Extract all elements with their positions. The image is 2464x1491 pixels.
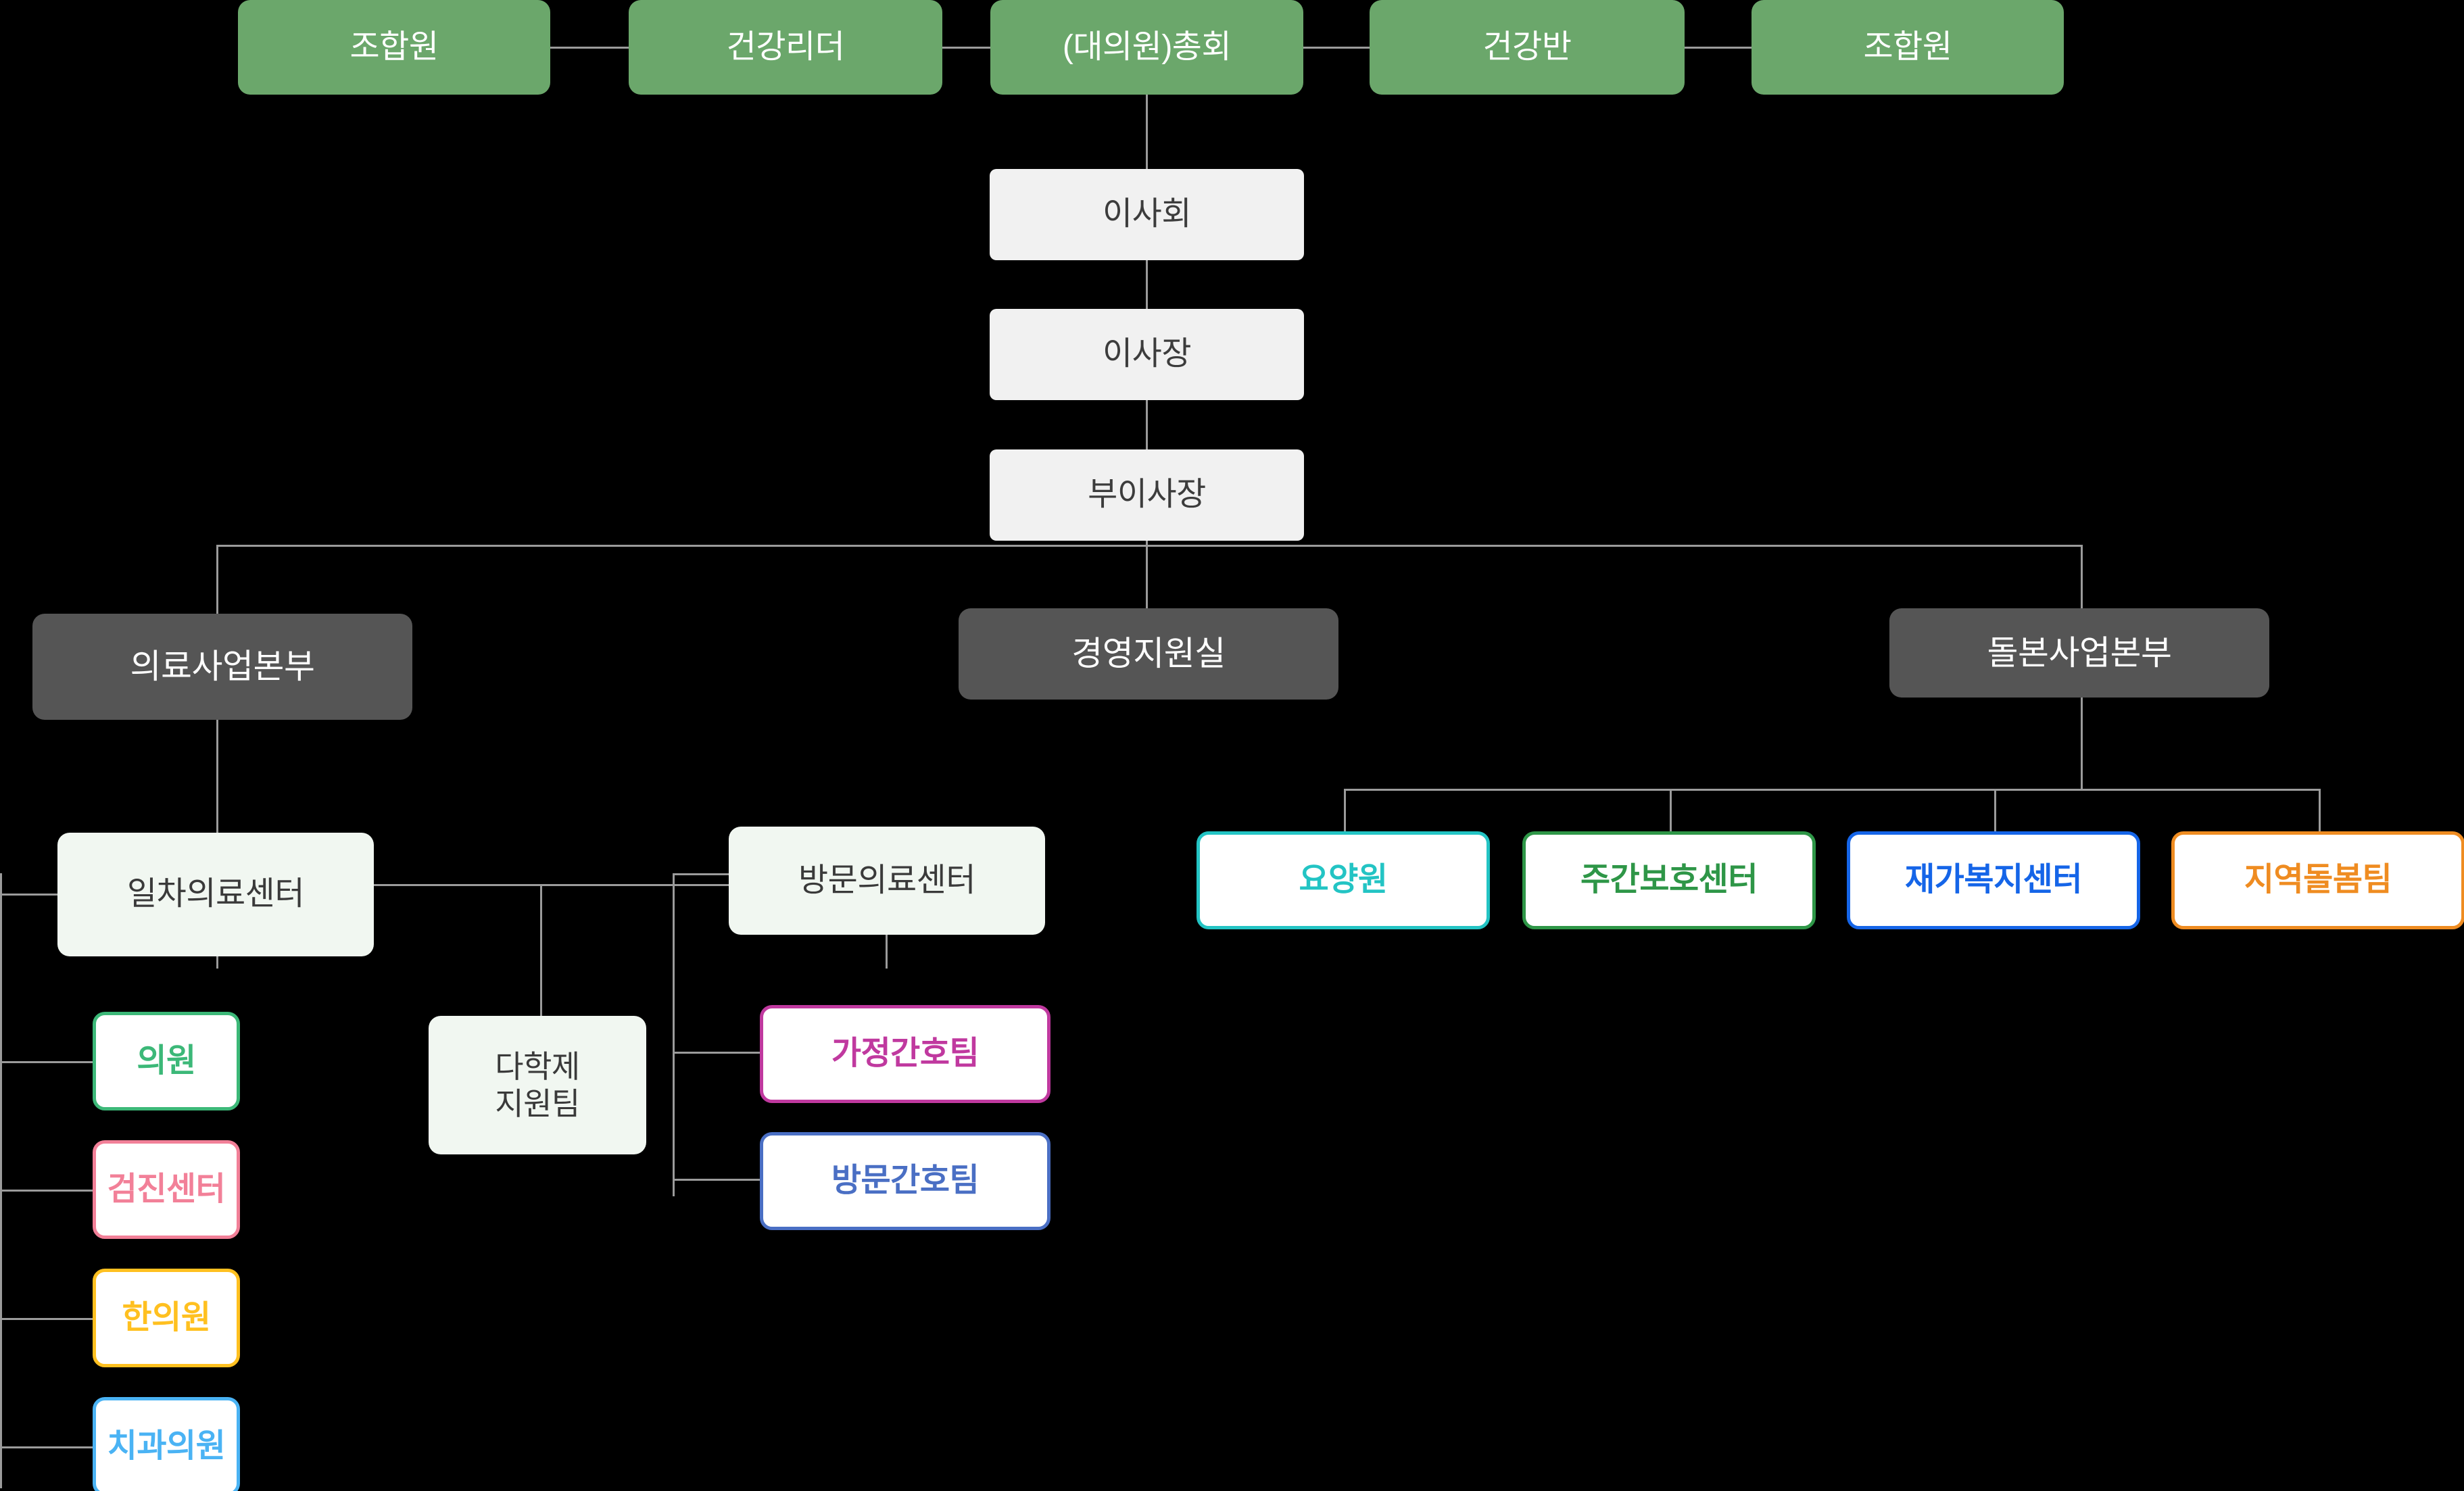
node-vice-chairperson[interactable]: 부이사장 xyxy=(990,449,1304,541)
node-care-division[interactable]: 돌본사업본부 xyxy=(1889,608,2269,698)
connector-care-bus xyxy=(1344,789,2320,791)
connector-drop-care xyxy=(2081,545,2083,608)
node-member-left[interactable]: 조합원 xyxy=(238,0,550,95)
node-multidisciplinary-team[interactable]: 다학제 지원팀 xyxy=(429,1016,646,1154)
connector-top-3 xyxy=(1303,47,1370,49)
node-member-right[interactable]: 조합원 xyxy=(1752,0,2064,95)
connector-care-down xyxy=(2081,698,2083,791)
connector-visiting-centre-stub xyxy=(673,873,732,875)
node-oriental-clinic[interactable]: 한의원 xyxy=(93,1269,240,1367)
connector-primary-bus-vertical xyxy=(0,873,2,1488)
connector-primary-centre-stub xyxy=(0,894,57,896)
connector-medical-bus xyxy=(216,884,888,886)
node-welfare-center[interactable]: 재가복지센터 xyxy=(1847,831,2140,929)
node-general-assembly[interactable]: (대의원)총회 xyxy=(990,0,1303,95)
node-home-nursing-team[interactable]: 가정간호팀 xyxy=(760,1005,1050,1103)
node-nursing-home[interactable]: 요양원 xyxy=(1197,831,1490,929)
connector-medical-down xyxy=(216,720,218,885)
connector-drop-medical xyxy=(216,545,218,614)
connector-top-2 xyxy=(942,47,991,49)
node-health-leader[interactable]: 건강리더 xyxy=(629,0,942,95)
node-health-group[interactable]: 건강반 xyxy=(1370,0,1685,95)
node-medical-division[interactable]: 의료사업본부 xyxy=(32,614,412,720)
connector-primary-stub-4 xyxy=(0,1446,93,1448)
connector-drop-day-care xyxy=(1670,789,1672,870)
connector-top-1 xyxy=(550,47,630,49)
node-community-care-team[interactable]: 지역돌봄팀 xyxy=(2171,831,2464,929)
connector-primary-stub-3 xyxy=(0,1318,93,1320)
node-admin-division[interactable]: 경영지원실 xyxy=(959,608,1338,700)
node-screening-center[interactable]: 검진센터 xyxy=(93,1140,240,1239)
connector-top-4 xyxy=(1685,47,1752,49)
connector-visiting-bus-vertical xyxy=(673,873,675,1196)
node-board-of-directors[interactable]: 이사회 xyxy=(990,169,1304,260)
connector-spine-vice-bus xyxy=(1146,541,1148,614)
connector-visiting-stub-1 xyxy=(673,1052,760,1054)
connector-division-bus xyxy=(216,545,2082,547)
connector-drop-community xyxy=(2319,789,2321,870)
connector-drop-nursing-home xyxy=(1344,789,1346,870)
connector-drop-multidisc xyxy=(540,884,542,1018)
connector-visiting-stub-2 xyxy=(673,1179,760,1181)
node-chairperson[interactable]: 이사장 xyxy=(990,309,1304,400)
connector-drop-welfare xyxy=(1994,789,1996,870)
node-primary-care-center[interactable]: 일차의료센터 xyxy=(57,833,374,956)
node-clinic[interactable]: 의원 xyxy=(93,1012,240,1110)
connector-primary-stub-1 xyxy=(0,1061,93,1063)
connector-primary-stub-2 xyxy=(0,1190,93,1192)
connector-spine-chair-vice xyxy=(1146,400,1148,466)
node-day-care-center[interactable]: 주간보호센터 xyxy=(1522,831,1816,929)
connector-spine-assembly-board xyxy=(1146,95,1148,169)
node-visiting-care-center[interactable]: 방문의료센터 xyxy=(729,827,1045,935)
connector-spine-board-chair xyxy=(1146,260,1148,326)
node-dental-clinic[interactable]: 치과의원 xyxy=(93,1397,240,1491)
node-visit-nursing-team[interactable]: 방문간호팀 xyxy=(760,1132,1050,1230)
